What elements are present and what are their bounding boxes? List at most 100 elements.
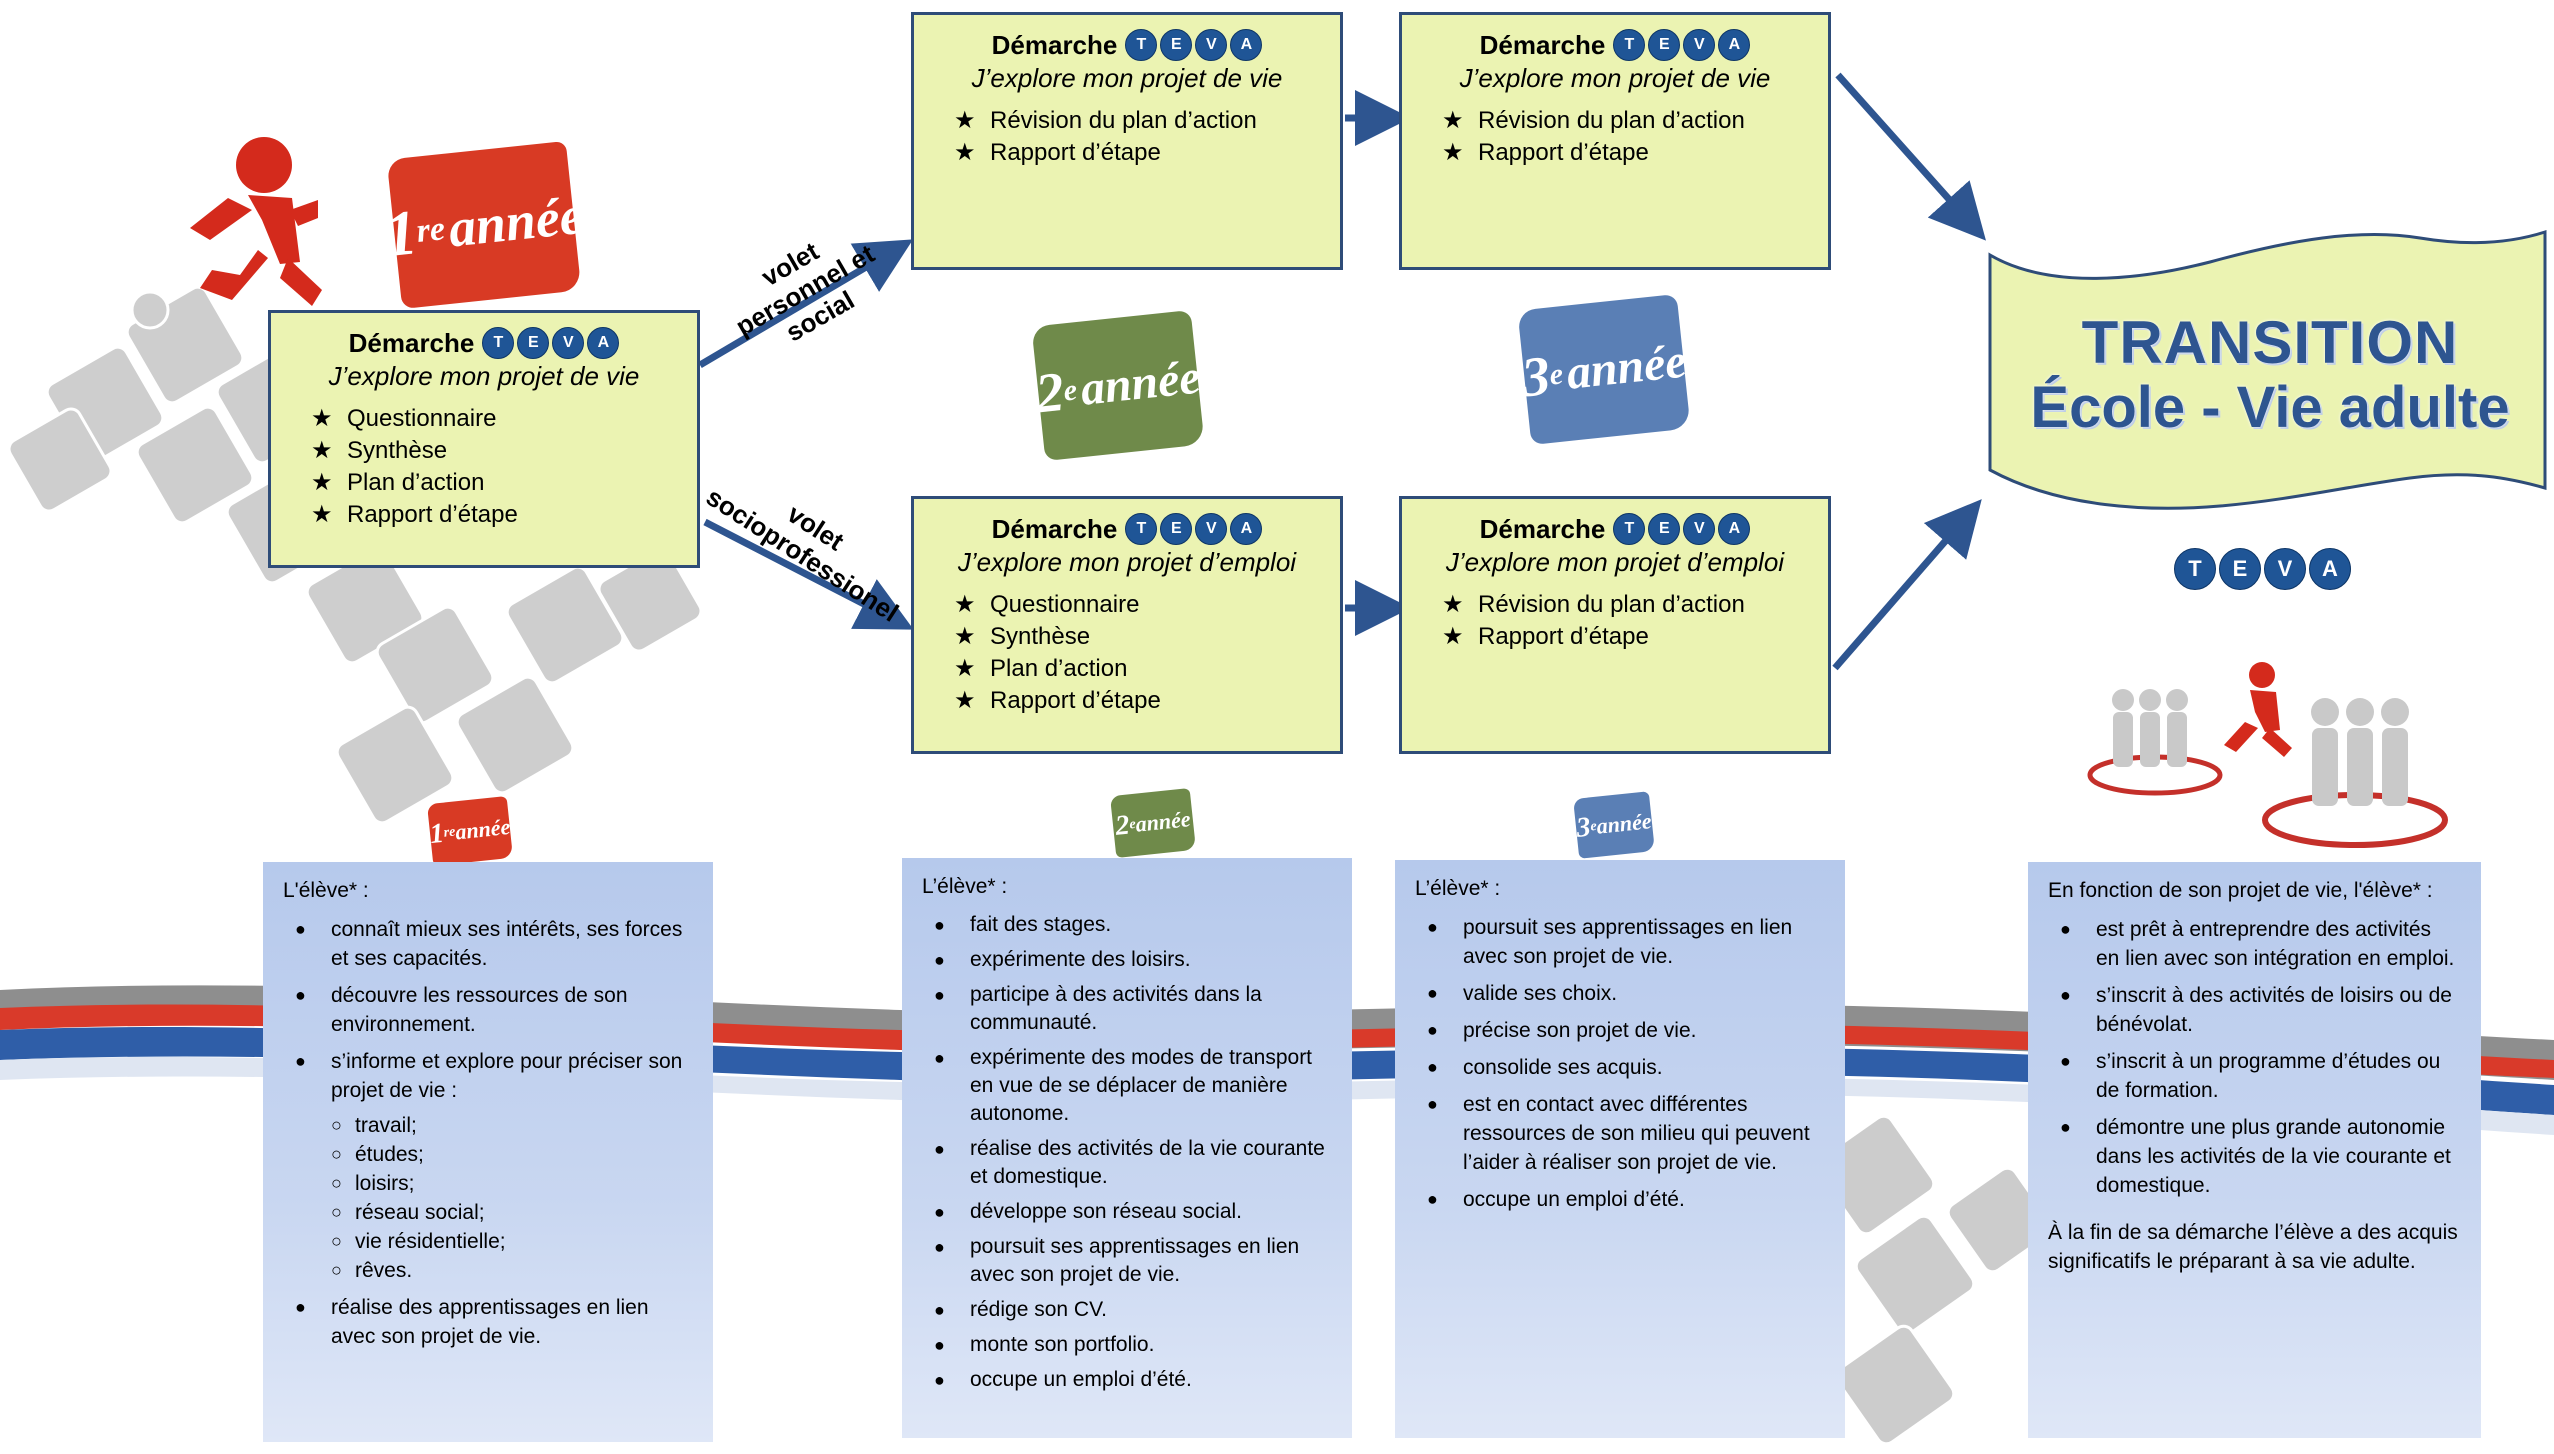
teva-e-icon: E xyxy=(1160,513,1193,545)
box-subtitle: J’explore mon projet de vie xyxy=(1459,63,1771,93)
teva-t-icon: T xyxy=(1125,513,1158,545)
teva-a-icon: A xyxy=(1230,513,1263,545)
list-item: réalise des apprentissages en lien avec … xyxy=(283,1293,691,1351)
item-text: Rapport d’étape xyxy=(347,501,518,528)
item-text: Rapport d’étape xyxy=(1478,623,1649,650)
demarche-box-emploi-year3: Démarche T E V A J’explore mon projet d’… xyxy=(1399,496,1831,754)
box-title: Démarche T E V A xyxy=(1422,513,1808,545)
teva-e-icon: E xyxy=(1648,513,1681,545)
year-1-sup: re xyxy=(414,210,447,250)
year-1-number: 1 xyxy=(381,196,421,271)
year-2-sup: e xyxy=(1061,372,1079,408)
item-text: Rapport d’étape xyxy=(1478,139,1649,166)
panel-lead: L’élève* : xyxy=(922,875,1008,898)
item-text: Rapport d’étape xyxy=(990,139,1161,166)
arrow-vie3-to-transition xyxy=(1835,72,1986,241)
item-text: Plan d’action xyxy=(990,655,1128,682)
box-title: Démarche T E V A xyxy=(934,513,1320,545)
list-item: valide ses choix. xyxy=(1415,979,1823,1008)
star-icon: ★ xyxy=(1442,107,1464,134)
box-items: ★Révision du plan d’action ★Rapport d’ét… xyxy=(1442,589,1808,653)
box-subtitle: J’explore mon projet de vie xyxy=(971,63,1283,93)
list-item: ★Questionnaire xyxy=(954,589,1320,621)
teva-icons-transition: T E V A xyxy=(2174,548,2351,590)
teva-a-icon: A xyxy=(1718,29,1751,61)
panel-year1: L'élève* : connaît mieux ses intérêts, s… xyxy=(263,862,713,1442)
item-text: s’informe et explore pour préciser son p… xyxy=(331,1050,683,1102)
item-text: réalise des activités de la vie courante… xyxy=(970,1137,1325,1188)
item-text: occupe un emploi d’été. xyxy=(970,1368,1192,1391)
list-item: ★Synthèse xyxy=(954,621,1320,653)
item-text: expérimente des modes de transport en vu… xyxy=(970,1046,1313,1125)
item-text: connaît mieux ses intérêts, ses forces e… xyxy=(331,918,683,970)
list-item: ★Révision du plan d’action xyxy=(1442,105,1808,137)
list-item: poursuit ses apprentissages en lien avec… xyxy=(1415,913,1823,971)
star-icon: ★ xyxy=(311,405,333,432)
year-2-word: année xyxy=(1078,350,1203,416)
item-text: Rapport d’étape xyxy=(990,687,1161,714)
box-title: Démarche T E V A xyxy=(934,29,1320,61)
year-2-number: 2 xyxy=(1032,360,1067,425)
panel-lead: L’élève* : xyxy=(1415,877,1501,900)
item-text: consolide ses acquis. xyxy=(1463,1056,1663,1079)
item-text: fait des stages. xyxy=(970,913,1112,936)
panel-year3: L’élève* : poursuit ses apprentissages e… xyxy=(1395,860,1845,1438)
item-text: expérimente des loisirs. xyxy=(970,948,1191,971)
list-item: poursuit ses apprentissages en lien avec… xyxy=(922,1233,1330,1289)
year-3-small-word: année xyxy=(1595,808,1653,839)
teva-t-icon: T xyxy=(2174,548,2216,590)
star-icon: ★ xyxy=(1442,623,1464,650)
runner-figure xyxy=(190,137,322,306)
demarche-box-emploi-year2: Démarche T E V A J’explore mon projet d’… xyxy=(911,496,1343,754)
teva-v-icon: V xyxy=(1195,29,1228,61)
demarche-box-start: Démarche T E V A J’explore mon projet de… xyxy=(268,310,700,568)
sub-item: études; xyxy=(331,1140,691,1169)
box-items: ★Questionnaire ★Synthèse ★Plan d’action … xyxy=(311,403,677,531)
box-title-text: Démarche xyxy=(1479,514,1606,544)
list-item: rédige son CV. xyxy=(922,1296,1330,1324)
box-subtitle: J’explore mon projet de vie xyxy=(328,361,640,391)
list-item: ★ Révision du plan d’action xyxy=(954,105,1320,137)
sub-item: travail; xyxy=(331,1111,691,1140)
teva-icons: T E V A xyxy=(1613,513,1751,545)
panel-lead: L'élève* : xyxy=(283,879,369,902)
box-subtitle: J’explore mon projet d’emploi xyxy=(957,547,1297,577)
box-title-text: Démarche xyxy=(991,30,1118,60)
list-item: ★Questionnaire xyxy=(311,403,677,435)
teva-v-icon: V xyxy=(1683,29,1716,61)
item-text: participe à des activités dans la commun… xyxy=(970,983,1262,1034)
demarche-box-vie-year3: Démarche T E V A J’explore mon projet de… xyxy=(1399,12,1831,270)
box-title-text: Démarche xyxy=(348,328,475,358)
teva-e-icon: E xyxy=(1648,29,1681,61)
list-item: expérimente des loisirs. xyxy=(922,946,1330,974)
item-text: monte son portfolio. xyxy=(970,1333,1155,1356)
people-group-illustration xyxy=(2087,662,2448,848)
teva-e-icon: E xyxy=(517,327,550,359)
box-items: ★ Révision du plan d’action ★ Rapport d’ét… xyxy=(954,105,1320,169)
star-icon: ★ xyxy=(954,107,976,134)
item-text: démontre une plus grande autonomie dans … xyxy=(2096,1116,2451,1197)
item-text: Révision du plan d’action xyxy=(990,107,1257,134)
sub-item: rêves. xyxy=(331,1256,691,1285)
item-text: rédige son CV. xyxy=(970,1298,1107,1321)
panel-conclusion: À la fin de sa démarche l’élève a des ac… xyxy=(2048,1221,2458,1273)
teva-a-icon: A xyxy=(1718,513,1751,545)
teva-e-icon: E xyxy=(2219,548,2261,590)
item-text: est prêt à entreprendre des activités en… xyxy=(2096,918,2455,970)
panel-list: poursuit ses apprentissages en lien avec… xyxy=(1415,913,1823,1214)
panel-list: est prêt à entreprendre des activités en… xyxy=(2048,915,2459,1200)
list-item: ★Rapport d’étape xyxy=(311,499,677,531)
list-item: réalise des activités de la vie courante… xyxy=(922,1135,1330,1191)
list-item: occupe un emploi d’été. xyxy=(922,1366,1330,1394)
list-item: précise son projet de vie. xyxy=(1415,1016,1823,1045)
box-subtitle: J’explore mon projet d’emploi xyxy=(1445,547,1785,577)
transition-line1: TRANSITION xyxy=(2081,309,2459,376)
star-icon: ★ xyxy=(311,469,333,496)
item-text: développe son réseau social. xyxy=(970,1200,1243,1223)
teva-a-icon: A xyxy=(2309,548,2351,590)
item-text: s’inscrit à des activités de loisirs ou … xyxy=(2096,984,2452,1036)
item-text: découvre les ressources de son environne… xyxy=(331,984,628,1036)
list-item: fait des stages. xyxy=(922,911,1330,939)
